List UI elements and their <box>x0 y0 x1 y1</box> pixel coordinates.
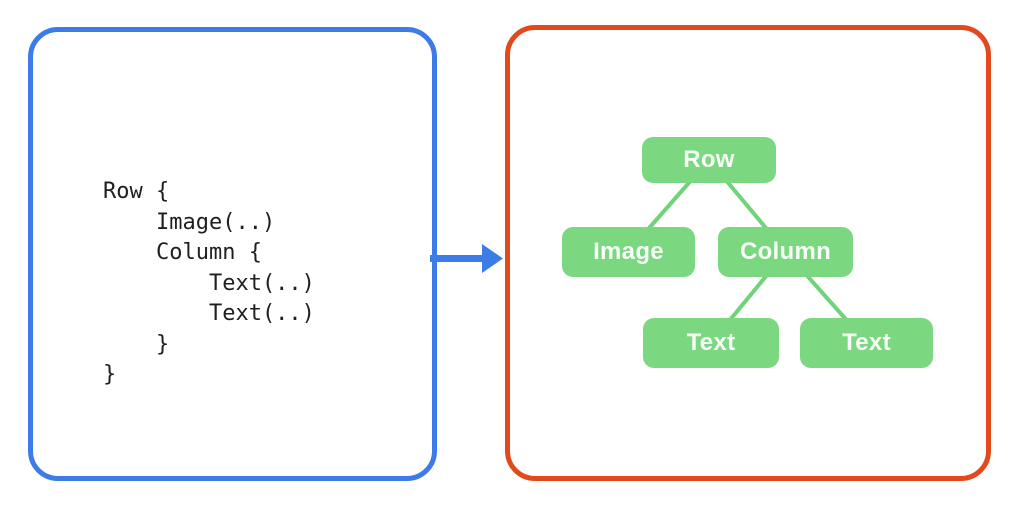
tree-node-text-1-label: Text <box>686 329 736 356</box>
tree-node-row: Row <box>642 137 776 183</box>
tree-node-image: Image <box>562 227 695 277</box>
tree-node-text-2: Text <box>800 318 933 368</box>
tree-node-column-label: Column <box>739 238 832 265</box>
tree-node-column: Column <box>718 227 853 277</box>
code-block: Row { Image(..) Column { Text(..) Text(.… <box>103 179 315 387</box>
tree-node-text-1: Text <box>643 318 779 368</box>
arrow-right-icon <box>430 244 503 273</box>
tree-node-image-label: Image <box>593 238 664 265</box>
code-panel: Row { Image(..) Column { Text(..) Text(.… <box>28 27 437 481</box>
tree-node-text-2-label: Text <box>842 329 891 356</box>
tree-node-row-label: Row <box>683 146 735 173</box>
tree-panel: Row Image Column Text Text <box>505 25 991 481</box>
